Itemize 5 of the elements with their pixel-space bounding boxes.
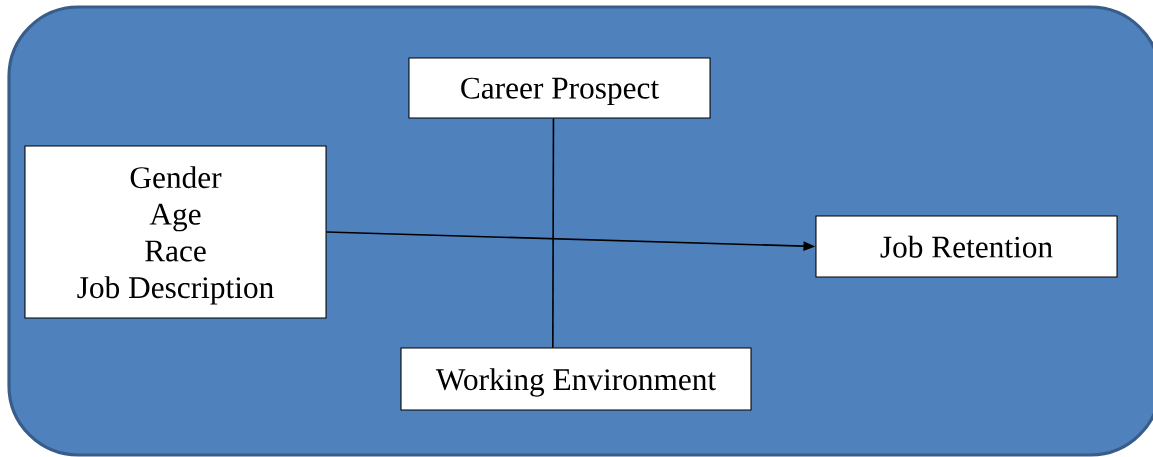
text-box: Gender Age Race Job Description [24,145,327,319]
connector-line [552,117,555,349]
text-box: Career Prospect [408,57,711,119]
text-box: Job Retention [815,215,1118,278]
text-box: Working Environment [400,347,752,411]
